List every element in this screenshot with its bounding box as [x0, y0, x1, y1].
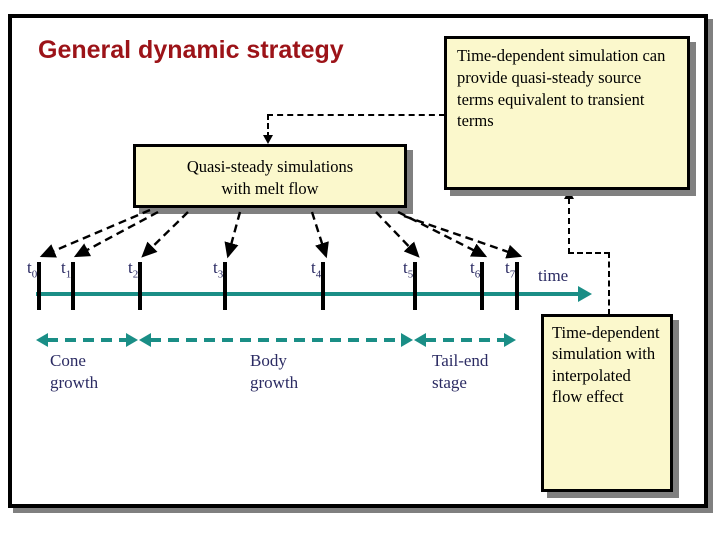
timeline-axis [36, 292, 582, 296]
arrow-left-head-icon [139, 333, 151, 347]
timeline-tick-label-t4: t4 [311, 258, 322, 281]
timeline-tick-label-t3: t3 [213, 258, 224, 281]
stage-label-cone: Cone growth [50, 350, 98, 395]
timeline-tick-label-t1: t1 [61, 258, 72, 281]
connector-transient-to-quasi-arrowhead [263, 135, 273, 144]
timeline-tick-t3 [223, 262, 227, 310]
stage-label-line-1: Tail-end [432, 351, 489, 370]
transient-callout-text: Time-dependent simulation can provide qu… [457, 46, 666, 131]
stage-label-tail-end: Tail-end stage [432, 350, 488, 395]
page-title: General dynamic strategy [38, 36, 344, 64]
interpolated-callout-box[interactable]: Time-dependent simulation with interpola… [541, 314, 673, 492]
timeline-arrowhead-icon [578, 286, 592, 302]
quasi-steady-box[interactable]: Quasi-steady simulations with melt flow [133, 144, 407, 208]
stage-label-line-2: growth [50, 373, 99, 393]
stage-label-line-1: Body [250, 351, 287, 370]
timeline-tick-label-t2: t2 [128, 258, 139, 281]
stage-label-line-2: stage [432, 373, 467, 393]
stage-label-line-1: Cone [50, 351, 86, 370]
stage-label-line-2: growth [250, 373, 299, 393]
connector-interp-up-vertical-lower [608, 252, 610, 315]
stage-arrow-body [139, 333, 413, 347]
arrow-right-head-icon [504, 333, 516, 347]
connector-interp-horizontal [568, 252, 610, 254]
stage-arrow-tail-end [414, 333, 516, 347]
interpolated-callout-text: Time-dependent simulation with interpola… [552, 323, 660, 407]
quasi-steady-line-2: with melt flow [221, 179, 319, 199]
timeline-tick-t0 [37, 262, 41, 310]
arrow-dashed-bar [425, 338, 505, 342]
timeline-tick-t4 [321, 262, 325, 310]
arrow-right-head-icon [126, 333, 138, 347]
arrow-dashed-bar [47, 338, 127, 342]
timeline-tick-t5 [413, 262, 417, 310]
arrow-right-head-icon [401, 333, 413, 347]
timeline-tick-t2 [138, 262, 142, 310]
connector-transient-to-quasi-horizontal [267, 114, 445, 116]
timeline-tick-label-t7: t7 [505, 258, 516, 281]
quasi-steady-line-1: Quasi-steady simulations [186, 157, 354, 176]
timeline-tick-label-t5: t5 [403, 258, 414, 281]
timeline-tick-t6 [480, 262, 484, 310]
timeline-tick-t7 [515, 262, 519, 310]
stage-label-body: Body growth [250, 350, 298, 395]
arrow-dashed-bar [150, 338, 402, 342]
transient-callout-box[interactable]: Time-dependent simulation can provide qu… [444, 36, 690, 190]
timeline-axis-label: time [538, 266, 569, 285]
connector-transient-to-quasi-vertical [267, 114, 269, 138]
arrow-left-head-icon [36, 333, 48, 347]
timeline-tick-t1 [71, 262, 75, 310]
arrow-left-head-icon [414, 333, 426, 347]
timeline-tick-label-t6: t6 [470, 258, 481, 281]
timeline-tick-label-t0: t0 [27, 258, 38, 281]
connector-interp-up-vertical-upper [568, 198, 570, 254]
stage-arrow-cone [36, 333, 138, 347]
